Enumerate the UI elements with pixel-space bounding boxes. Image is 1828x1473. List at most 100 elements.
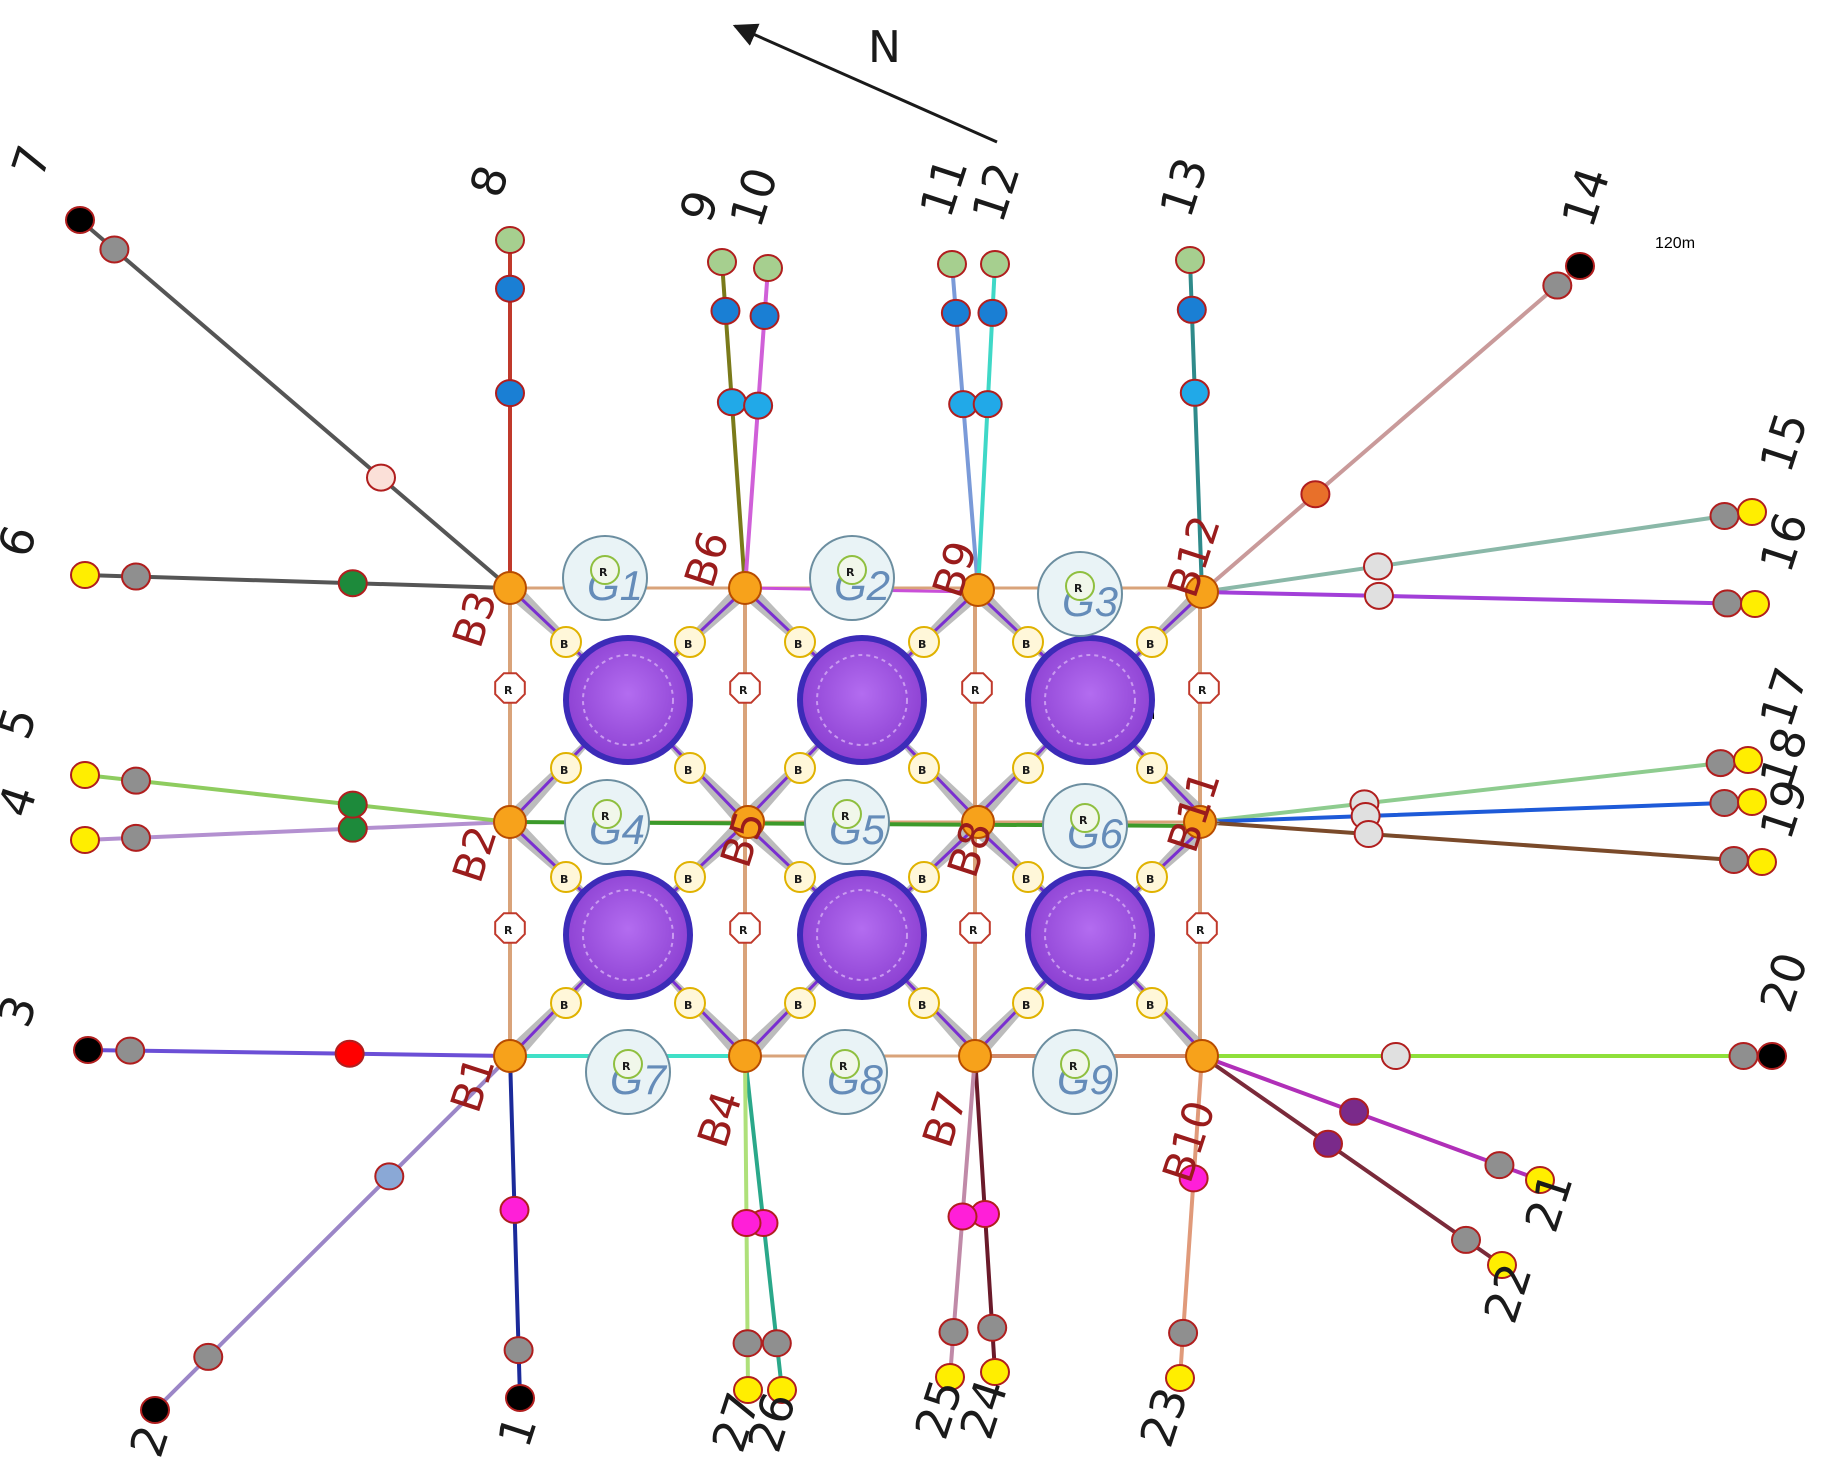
feeder-endpoint: [73, 1036, 103, 1064]
relay-icon: [613, 1049, 643, 1079]
feeder-line: [83, 773, 512, 824]
feeder-endpoint: [1757, 1042, 1787, 1070]
feeder-line: [1198, 758, 1750, 824]
feeder-node: [337, 569, 368, 598]
feeder-line: [1200, 264, 1582, 594]
feeder-node: [1176, 295, 1207, 324]
string-label: 1: [487, 1409, 547, 1454]
string-label: 8: [459, 159, 519, 204]
bus-node: [1185, 575, 1219, 609]
breaker-icon: [1136, 861, 1168, 893]
feeder-node: [121, 562, 151, 591]
breaker-icon: [784, 987, 816, 1019]
string-label: 19: [1749, 773, 1818, 845]
breaker-icon: [550, 987, 582, 1019]
feeder-endpoint: [1737, 788, 1767, 816]
breaker-letter: B: [918, 999, 926, 1012]
breaker-letter: B: [560, 764, 568, 777]
breaker-icon: [674, 861, 706, 893]
feeder-node: [1709, 789, 1740, 817]
feeder-node: [1484, 1151, 1515, 1180]
feeder-node: [495, 274, 525, 303]
generator-ring: [582, 889, 674, 981]
breaker-letter: B: [1022, 873, 1030, 886]
feeder-line: [1200, 1054, 1504, 1267]
feeder-line: [78, 218, 512, 590]
feeder-endpoint: [935, 1363, 965, 1391]
feeder-endpoint: [753, 254, 783, 282]
relay-icon: [961, 672, 993, 704]
north-arrow-icon: [732, 23, 998, 144]
relay-icon: [729, 672, 761, 704]
bus-node: [961, 805, 995, 839]
feeder-endpoint: [505, 1384, 535, 1412]
bus-node: [1183, 805, 1217, 839]
relay-letter: R: [739, 684, 748, 697]
string-label: 10: [719, 161, 788, 233]
feeder-node: [495, 379, 525, 408]
string-label: 7: [1, 139, 61, 184]
breaker-icon: [550, 861, 582, 893]
breaker-icon: [674, 626, 706, 658]
feeder-endpoint: [1737, 498, 1767, 526]
string-label: 20: [1749, 946, 1818, 1018]
bus-node: [728, 571, 762, 605]
generator-icon: [563, 635, 693, 765]
bus-node: [493, 805, 527, 839]
relay-letter: R: [1079, 814, 1088, 827]
generator-icon: [1025, 635, 1155, 765]
breaker-letter: B: [794, 638, 802, 651]
breaker-icon: [908, 987, 940, 1019]
bus-node: [731, 805, 765, 839]
feeder-node: [499, 1195, 530, 1224]
feeder-endpoint: [1747, 848, 1777, 876]
string-label: 5: [0, 701, 48, 746]
breaker-letter: B: [918, 638, 926, 651]
breaker-icon: [674, 987, 706, 1019]
feeder-node: [972, 390, 1003, 419]
feeder-node: [1300, 480, 1331, 509]
feeder-node: [977, 298, 1008, 327]
string-label: 22: [1473, 1257, 1542, 1329]
breaker-letter: B: [1146, 999, 1154, 1012]
relay-letter: R: [971, 684, 980, 697]
string-label: 14: [1551, 161, 1620, 233]
breaker-icon: [1136, 987, 1168, 1019]
breaker-letter: B: [794, 999, 802, 1012]
relay-icon: [592, 799, 622, 829]
feeder-node: [374, 1162, 405, 1191]
breaker-icon: [550, 752, 582, 784]
scale-label: 120m: [1655, 235, 1695, 252]
feeder-endpoint: [65, 206, 95, 234]
feeder-line: [1200, 590, 1757, 606]
breaker-icon: [674, 752, 706, 784]
feeder-node: [1451, 1225, 1481, 1254]
bus-label: B4: [688, 1085, 752, 1153]
relay-icon: [1060, 1049, 1090, 1079]
breaker-icon: [1012, 987, 1044, 1019]
relay-letter: R: [504, 684, 513, 697]
relay-letter: R: [1198, 684, 1207, 697]
generator-icon: [797, 870, 927, 1000]
breaker-letter: B: [560, 873, 568, 886]
feeder-node: [1380, 1042, 1411, 1070]
generator-icon: [797, 635, 927, 765]
string-label: 23: [1129, 1381, 1198, 1453]
feeder-node: [716, 388, 747, 417]
relay-letter: R: [504, 924, 513, 937]
feeder-endpoint: [140, 1396, 170, 1424]
feeder-endpoint: [1487, 1251, 1517, 1279]
generator-ring: [1044, 654, 1136, 746]
feeder-node: [710, 296, 741, 325]
breaker-letter: B: [684, 999, 692, 1012]
string-label: 3: [0, 989, 48, 1034]
breaker-letter: B: [1022, 999, 1030, 1012]
breaker-letter: B: [1022, 638, 1030, 651]
feeder-node: [940, 298, 971, 327]
feeder-endpoint: [707, 248, 737, 276]
feeder-node: [334, 1039, 365, 1068]
breaker-letter: B: [1146, 638, 1154, 651]
feeder-node: [749, 302, 780, 330]
relay-letter: R: [1196, 924, 1205, 937]
generator-ring: [1044, 889, 1136, 981]
